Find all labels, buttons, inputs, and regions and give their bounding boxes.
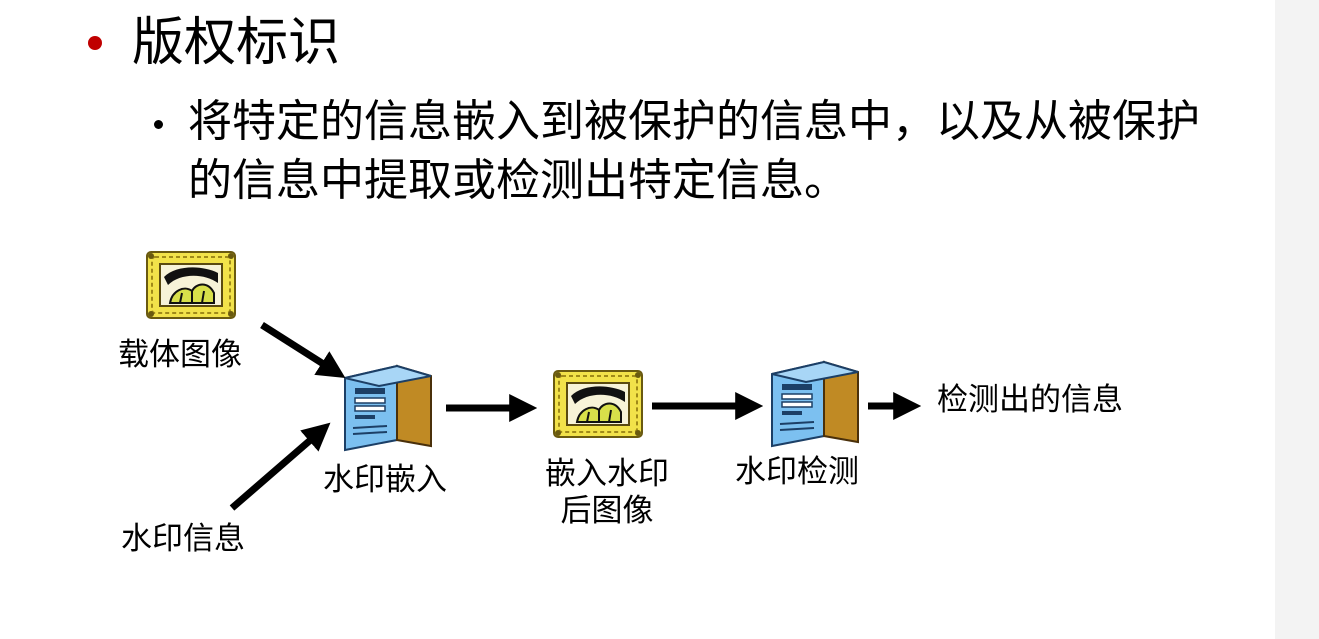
description-text: 将特定的信息嵌入到被保护的信息中，以及从被保护的信息中提取或检测出特定信息。: [188, 96, 1200, 206]
page-title: 版权标识: [132, 13, 341, 73]
watermarked-image-label-line2: 后图像: [560, 493, 654, 529]
detection-label: 水印检测: [735, 454, 859, 490]
watermarked-image-label-line1: 嵌入水印: [545, 456, 669, 492]
body-bullet: [154, 120, 163, 129]
side-panel: [1275, 0, 1319, 639]
carrier-image-label: 载体图像: [118, 337, 242, 373]
embedding-label: 水印嵌入: [323, 462, 447, 498]
detected-info-label: 检测出的信息: [937, 382, 1123, 418]
heading-bullet: [88, 36, 102, 50]
watermark-info-label: 水印信息: [121, 521, 245, 557]
watermarked-image-label: 嵌入水印 后图像: [532, 456, 682, 530]
